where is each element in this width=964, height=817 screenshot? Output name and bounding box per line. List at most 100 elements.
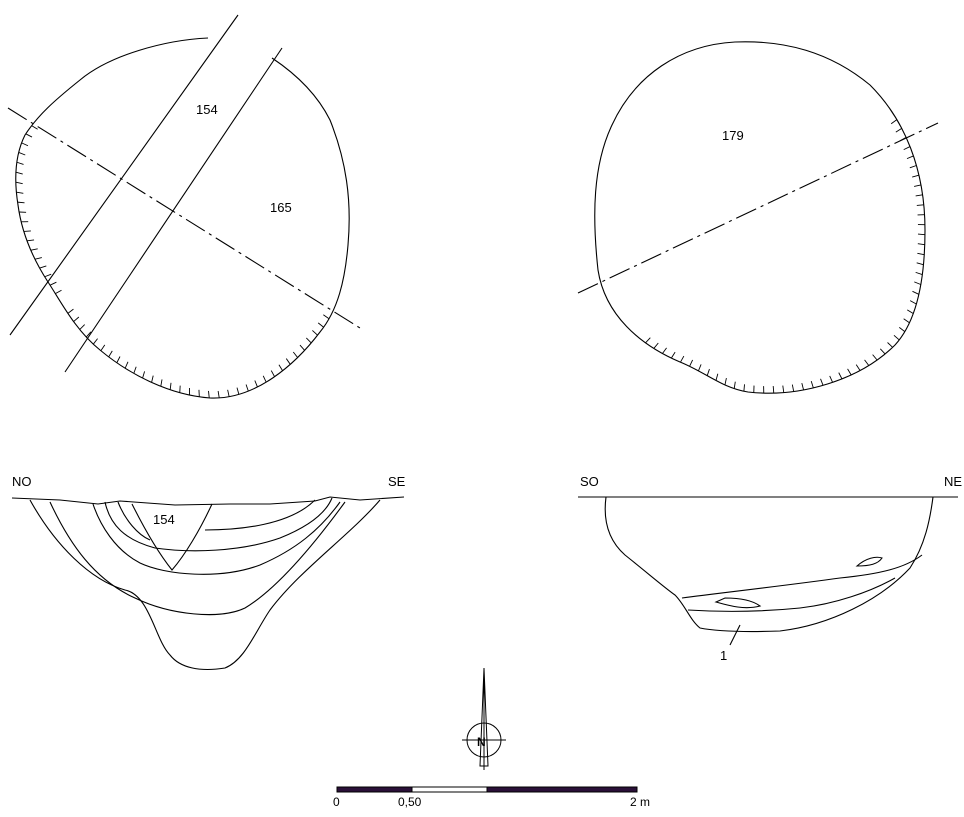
north-arrow — [462, 668, 506, 770]
hachure-tick — [891, 120, 897, 124]
hachure-tick — [888, 342, 893, 347]
hachure-tick — [17, 162, 24, 164]
hachure-tick — [716, 374, 718, 381]
hachure-tick — [286, 359, 290, 365]
hachure-tick — [880, 349, 885, 354]
section-right-inclusion-1 — [716, 598, 760, 608]
hachure-tick — [698, 364, 701, 370]
hachure-tick — [125, 362, 128, 368]
hachure-tick — [19, 152, 26, 155]
section-left-cut-label: 154 — [153, 512, 175, 527]
north-arrow-label: N — [477, 735, 486, 749]
hachure-tick — [904, 319, 910, 323]
hachure-tick — [208, 391, 209, 398]
hachure-tick — [896, 128, 902, 132]
hachure-tick — [255, 380, 258, 386]
hachure-tick — [662, 348, 666, 354]
hachure-tick — [263, 376, 266, 382]
section-right-layer-leader — [730, 625, 740, 645]
scale-bar-segment-2 — [412, 787, 487, 792]
hachure-tick — [783, 386, 784, 393]
hachure-tick — [894, 335, 899, 340]
hachure-tick — [873, 355, 877, 360]
plan-right — [578, 42, 938, 393]
plan-left-feature-label: 165 — [270, 200, 292, 215]
hachure-tick — [218, 391, 219, 398]
hachure-tick — [912, 175, 919, 177]
hachure-tick — [143, 371, 145, 378]
scale-bar-segment-3 — [487, 787, 637, 792]
hachure-tick — [917, 205, 924, 206]
section-right-inclusion-2 — [857, 557, 882, 566]
plan-right-hachures — [646, 120, 925, 393]
hachure-tick — [671, 352, 675, 358]
hachure-tick — [93, 339, 97, 345]
hachure-tick — [246, 384, 248, 391]
scale-bar-segment-1 — [337, 787, 412, 792]
hachure-tick — [318, 323, 323, 327]
hachure-tick — [907, 156, 913, 159]
trench-154-edge-north — [10, 15, 238, 335]
section-right-end-label: NE — [944, 474, 962, 489]
hachure-tick — [16, 182, 23, 183]
section-right-layer-1 — [682, 555, 922, 598]
hachure-tick — [904, 147, 910, 150]
section-left-layer-3 — [105, 498, 332, 551]
hachure-tick — [161, 379, 162, 386]
scale-bar-label-mid: 0,50 — [398, 795, 422, 809]
plan-left-cut-label: 154 — [196, 102, 218, 117]
hachure-tick — [917, 263, 924, 265]
plan-right-feature-label: 179 — [722, 128, 744, 143]
trench-154-edge-south — [65, 48, 282, 372]
hachure-tick — [830, 376, 833, 382]
hachure-tick — [792, 385, 793, 392]
hachure-tick — [646, 338, 651, 343]
hachure-tick — [744, 384, 745, 391]
section-line-left — [8, 108, 360, 328]
section-left-end-label: SE — [388, 474, 406, 489]
hachure-tick — [802, 383, 804, 390]
hachure-tick — [80, 325, 85, 330]
hachure-tick — [899, 327, 905, 331]
hachure-tick — [773, 386, 774, 393]
hachure-tick — [910, 301, 916, 304]
hachure-tick — [918, 244, 925, 245]
hachure-tick — [45, 274, 52, 277]
hachure-tick — [170, 383, 171, 390]
section-left-layer-1 — [50, 502, 345, 615]
hachure-tick — [916, 195, 923, 196]
hachure-tick — [910, 165, 917, 167]
scale-bar — [337, 787, 637, 792]
hachure-tick — [680, 356, 683, 362]
hachure-tick — [271, 371, 274, 377]
hachure-tick — [725, 378, 726, 385]
hachure-tick — [32, 126, 38, 130]
hachure-tick — [654, 343, 658, 348]
hachure-tick — [16, 192, 23, 193]
hachure-tick — [109, 351, 113, 357]
hachure-tick — [734, 382, 735, 389]
section-left — [12, 497, 404, 669]
section-right-layer-2 — [688, 578, 895, 611]
hachure-tick — [16, 172, 23, 174]
hachure-tick — [323, 315, 329, 319]
hachure-tick — [821, 379, 823, 386]
hachure-tick — [912, 291, 918, 294]
hachure-tick — [918, 234, 925, 235]
section-left-surface — [12, 497, 404, 505]
section-right-start-label: SO — [580, 474, 599, 489]
hachure-tick — [690, 360, 693, 366]
plan-left — [8, 15, 360, 398]
hachure-tick — [300, 345, 305, 350]
hachure-tick — [134, 367, 136, 374]
hachure-tick — [31, 249, 38, 250]
hachure-tick — [117, 357, 120, 363]
hachure-tick — [865, 360, 869, 366]
hachure-tick — [18, 202, 25, 203]
hachure-tick — [228, 390, 230, 397]
section-right-layer-label: 1 — [720, 648, 727, 663]
hachure-tick — [50, 282, 56, 285]
hachure-tick — [26, 134, 32, 137]
